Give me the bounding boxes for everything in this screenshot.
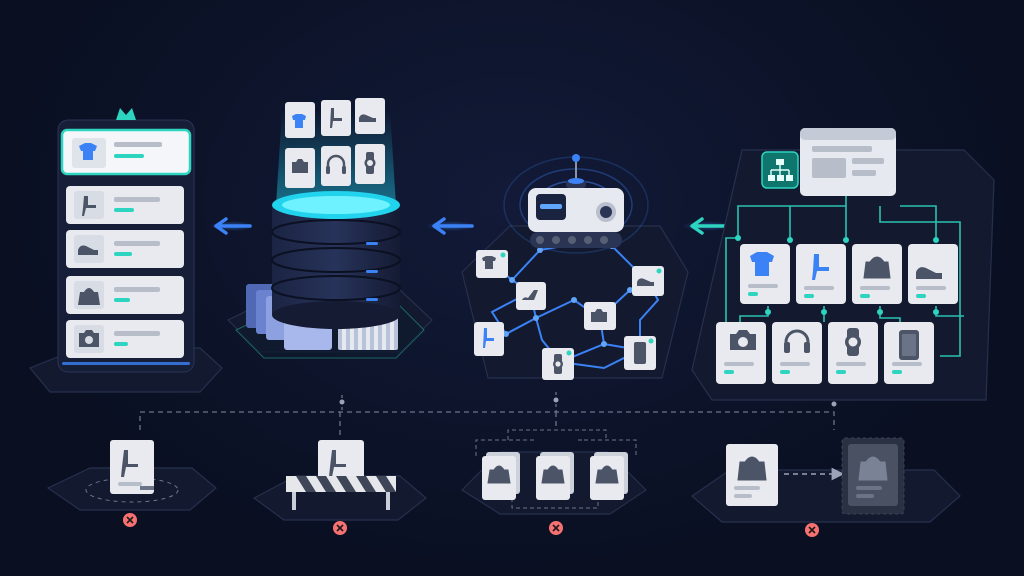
phone-icon [634,342,646,364]
website-window [800,128,896,196]
crown-icon [116,108,136,120]
chair-icon [121,450,138,477]
headphones-icon [326,154,346,170]
ranked-card-4 [66,276,184,314]
handbag-icon [541,465,565,484]
headphones-icon [784,329,810,350]
ranked-card-2 [66,186,184,224]
chair-icon [812,254,829,280]
ranked-list-stage [29,108,223,393]
flow-arrow-3 [682,217,732,235]
sitemap-icon [761,151,799,189]
handbag-icon [858,456,888,481]
sneaker-icon [637,278,654,286]
camera-icon [591,309,607,322]
tshirt-icon [79,143,97,160]
handbag-icon [78,288,100,305]
database-stage [226,98,433,359]
failure-connector [139,392,837,436]
stale-product-card [841,437,905,515]
flow-arrow-1 [210,217,254,235]
tshirt-icon [292,114,306,128]
tshirt-icon [750,252,774,276]
failure-mode-2 [252,440,427,535]
sneaker-icon [78,245,98,255]
failure-mode-1 [46,440,217,527]
crawler-robot-icon [528,154,624,248]
ranked-card-3 [66,230,184,268]
sneaker-icon [916,267,942,279]
handbag-icon [487,465,511,484]
chair-icon [329,450,346,477]
failure-mode-4 [691,437,961,537]
crawler-stage [461,154,689,380]
product-card-row-2 [716,322,934,384]
chair-icon [483,328,494,348]
barrier-icon [286,476,396,510]
tshirt-icon [482,256,496,269]
chair-icon [330,108,342,128]
handbag-icon [737,456,767,481]
chair-icon [82,196,96,216]
sitemap-nodes [735,235,939,315]
crawled-page-cards [474,250,664,380]
flow-arrow-2 [426,217,476,235]
camera-icon [292,159,308,173]
product-icon-grid [285,98,385,188]
failure-mode-3 [461,429,647,535]
ranked-card-5 [66,320,184,358]
sneaker-icon [522,290,538,300]
database-icon [272,205,400,315]
duplicate-cards [482,452,628,500]
handbag-icon [595,465,619,484]
site-structure-stage [691,128,995,401]
handbag-icon [863,256,891,279]
sneaker-icon [359,114,376,122]
product-card-row-1 [740,244,958,304]
